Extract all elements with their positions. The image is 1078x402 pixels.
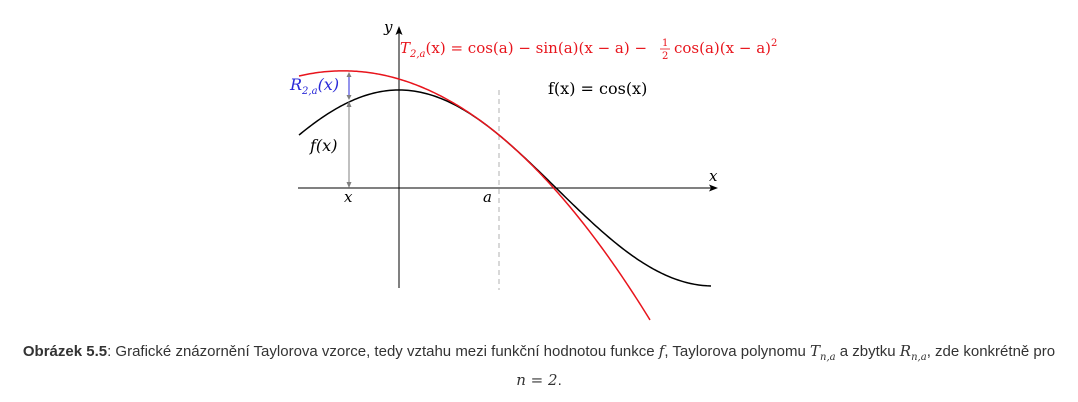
caption-prefix: Obrázek 5.5	[22, 343, 108, 360]
remainder-arrow-bottom-icon	[346, 95, 352, 100]
remainder-label: R2,a(x)	[289, 75, 339, 97]
x-point-label: x	[344, 188, 353, 206]
caption-text-1: : Grafické znázornění Taylorova vzorce, …	[107, 343, 659, 360]
caption-f: f	[658, 342, 665, 360]
function-label: f(x) = cos(x)	[548, 79, 647, 98]
f-value-arrow-bottom-icon	[346, 182, 352, 188]
caption-rna: Rn,a	[899, 342, 927, 363]
remainder-arrow-top-icon	[346, 72, 352, 77]
taylor-fraction-denominator: 2	[662, 51, 668, 62]
caption-text-2: , Taylorova polynomu	[664, 343, 810, 360]
caption-text-4: , zde konkrétně pro	[926, 343, 1056, 360]
taylor-fraction-numerator: 1	[662, 38, 668, 49]
x-axis-arrow-icon	[709, 184, 718, 192]
taylor-formula-label: T2,a(x) = cos(a) − sin(a)(x − a) −	[400, 39, 647, 60]
f-value-arrow-top-icon	[346, 101, 352, 107]
a-point-label: a	[483, 188, 492, 206]
f-of-x-label: f(x)	[309, 136, 337, 155]
x-axis-label: x	[709, 167, 718, 185]
figure-caption: Obrázek 5.5: Grafické znázornění Tayloro…	[20, 340, 1058, 392]
caption-tna: Tn,a	[809, 342, 836, 363]
caption-text-5: .	[557, 372, 562, 389]
taylor-curve	[298, 70, 651, 321]
taylor-formula-tail: cos(a)(x − a)2	[674, 38, 777, 57]
y-axis-label: y	[383, 18, 393, 36]
caption-text-3: a zbytku	[835, 343, 900, 360]
y-axis-arrow-icon	[395, 26, 403, 35]
caption-n-eq: n = 2	[516, 371, 558, 389]
